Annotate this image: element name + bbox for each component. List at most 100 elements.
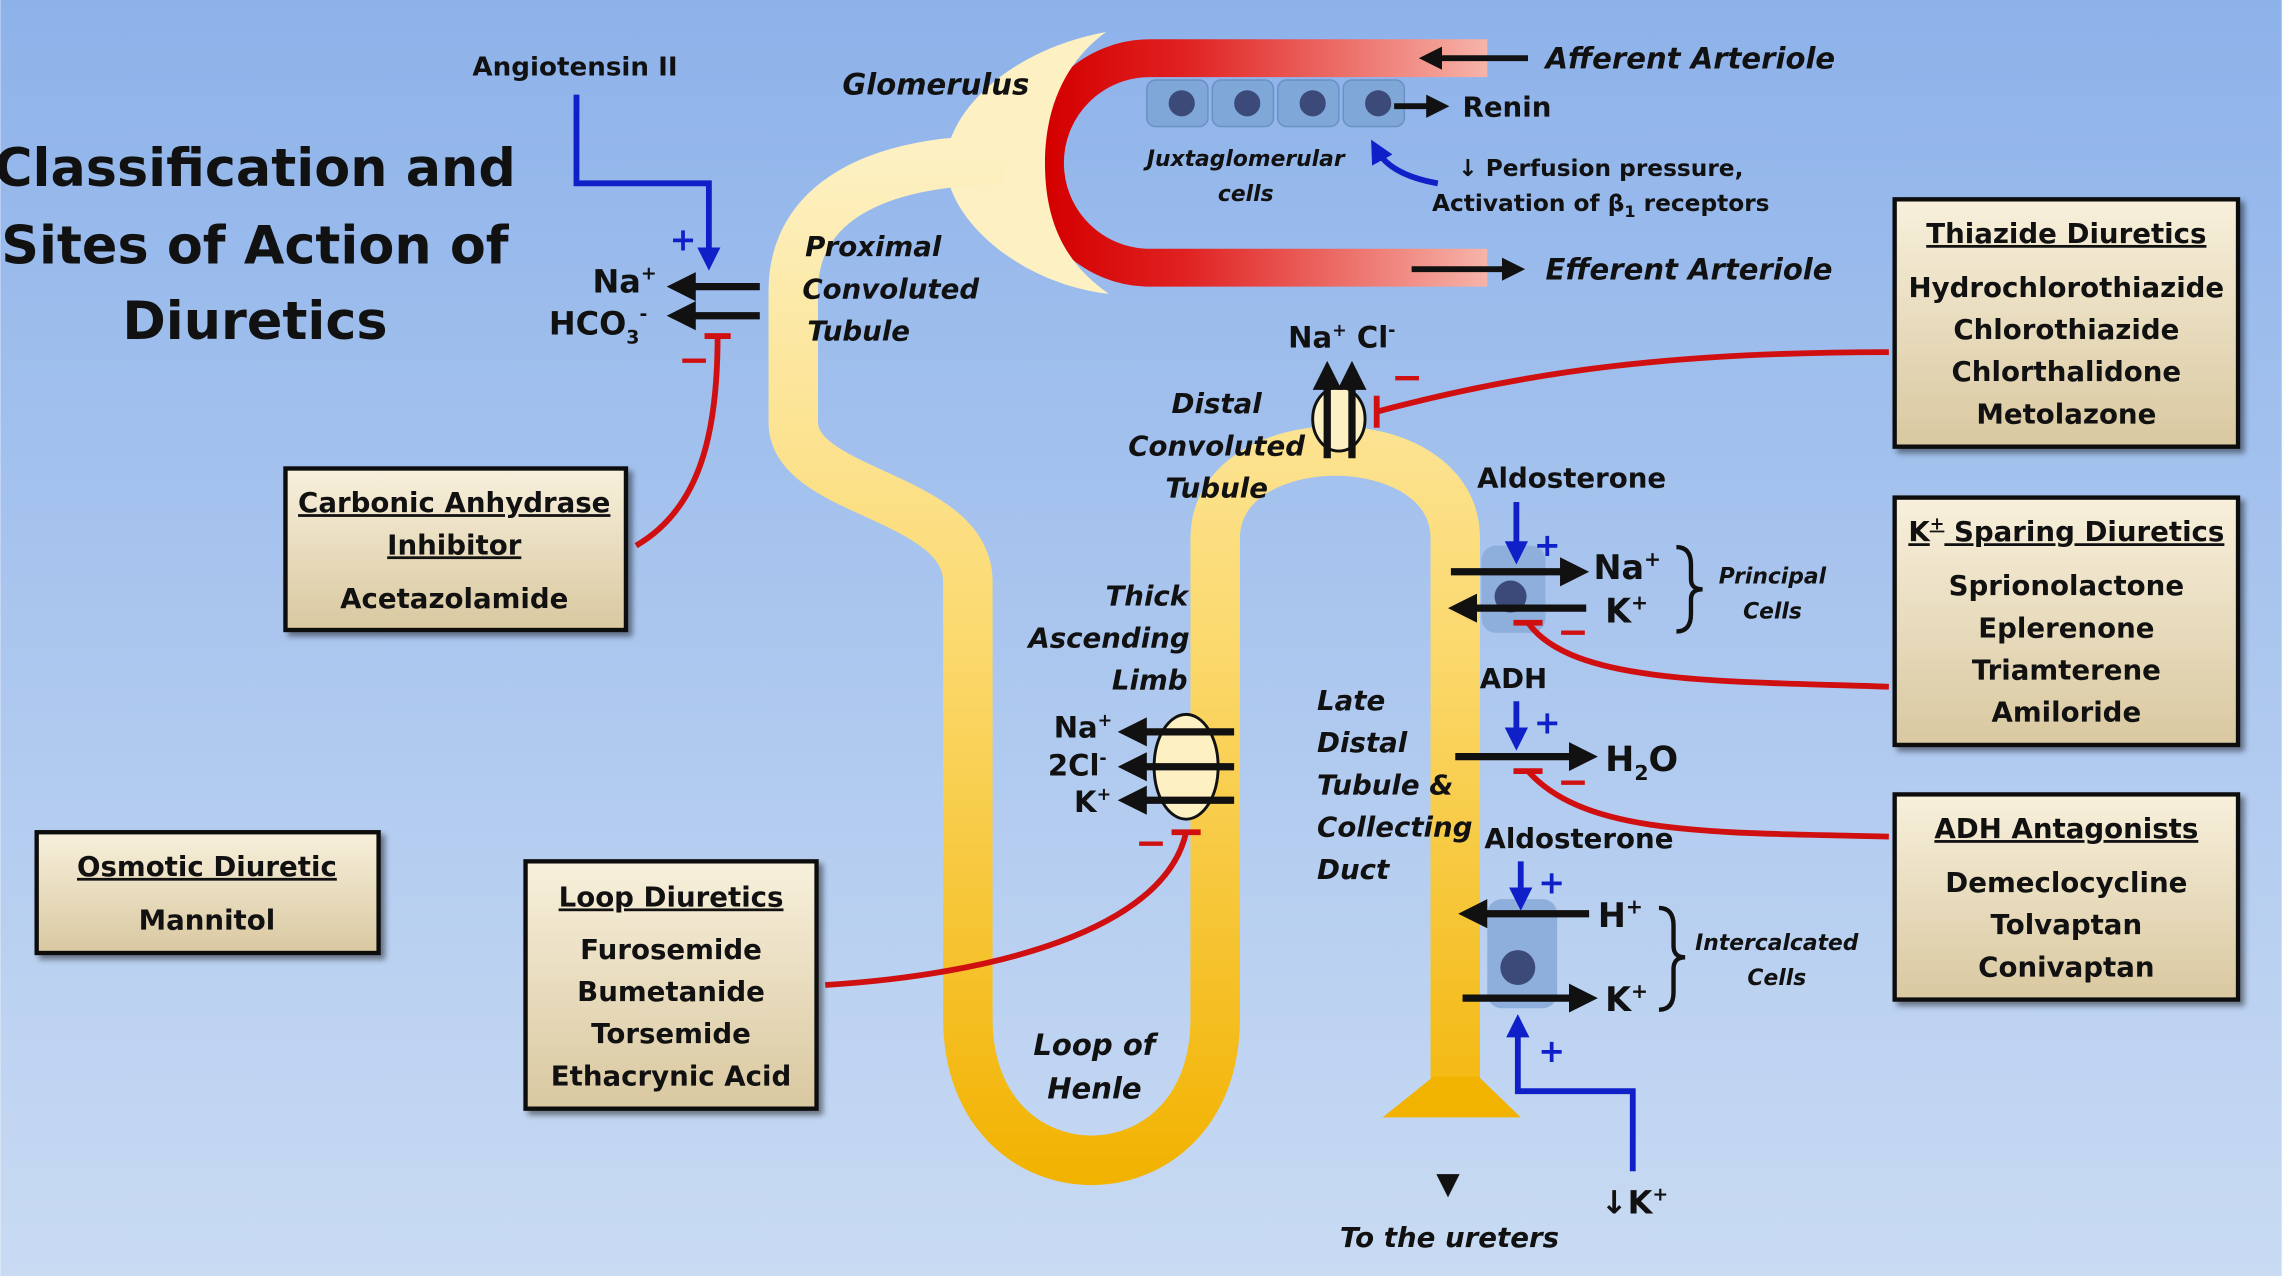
loop-diuretics-box: Loop Diuretics Furosemide Bumetanide Tor…: [523, 859, 819, 1111]
drug-name: Demeclocycline: [1945, 866, 2187, 899]
adh-antagonists-box: ADH Antagonists Demeclocycline Tolvaptan…: [1892, 792, 2241, 1002]
brace-icon: [1658, 905, 1686, 1012]
drug-name: Triamterene: [1972, 653, 2161, 686]
plus-sign: +: [670, 220, 697, 258]
minus-sign: −: [1391, 355, 1423, 399]
glomerulus-capsule: [946, 32, 1109, 294]
loop-henle-label: Henle: [1047, 1071, 1141, 1105]
plus-sign: +: [1538, 863, 1565, 901]
box-title: Thiazide Diuretics: [1926, 217, 2206, 250]
box-title: ADH Antagonists: [1934, 812, 2198, 845]
drug-name: Sprionolactone: [1949, 569, 2184, 602]
nacl-cotransporter-icon: [1311, 385, 1367, 453]
loop-inhibition-line: [825, 829, 1201, 988]
drug-name: Furosemide: [580, 933, 762, 966]
proximal-label: Tubule: [807, 314, 910, 347]
svg-text:Late: Late: [1317, 684, 1385, 717]
arteriole-loop: [1026, 39, 1488, 287]
carbonic-inhibition-line: [634, 333, 731, 549]
drug-name: Chlorthalidone: [1952, 355, 2182, 388]
drug-name: Tolvaptan: [1991, 908, 2143, 941]
svg-text:Classification and: Classification and: [0, 138, 516, 199]
k-ion: K+: [1605, 979, 1648, 1019]
plus-sign: +: [1534, 526, 1561, 564]
cl-ion: 2Cl-: [1048, 748, 1107, 782]
proximal-label: Proximal: [805, 230, 942, 263]
drug-name: Conivaptan: [1978, 950, 2154, 983]
thick-limb-label: Thick: [1105, 579, 1189, 612]
drug-name: Metolazone: [1976, 397, 2156, 430]
nephron-tubule: [768, 135, 1481, 1186]
h-ion: H+: [1598, 895, 1643, 935]
afferent-label: Afferent Arteriole: [1543, 41, 1835, 75]
drug-name: Mannitol: [139, 904, 276, 937]
intercalated-cells-label: Cells: [1747, 966, 1806, 991]
drug-name: Chlorothiazide: [1953, 313, 2179, 346]
proximal-label: Convoluted: [802, 272, 979, 305]
intercalated-cells-label: Intercalcated: [1695, 931, 1859, 956]
nacl-ion: Na+ Cl-: [1288, 321, 1395, 355]
svg-text:Diuretics: Diuretics: [122, 291, 387, 352]
glomerulus-label: Glomerulus: [842, 68, 1029, 102]
loop-henle-label: Loop of: [1033, 1028, 1158, 1062]
svg-text:Collecting: Collecting: [1317, 811, 1472, 844]
box-title: Inhibitor: [387, 528, 522, 561]
adh-inhibition-line: [1513, 768, 1889, 840]
k-ion: K+: [1074, 785, 1111, 819]
svg-text:Distal: Distal: [1317, 726, 1408, 759]
low-k-label: ↓K+: [1601, 1183, 1668, 1221]
minus-sign: −: [1557, 759, 1589, 803]
plus-sign: +: [1534, 703, 1561, 741]
drug-name: Amiloride: [1992, 696, 2142, 729]
distal-label: Tubule: [1165, 472, 1268, 505]
aldosterone-label: Aldosterone: [1484, 822, 1673, 855]
jg-cells-label: Juxtaglomerular: [1143, 147, 1346, 172]
na-ion: Na+: [1593, 547, 1661, 587]
box-title: K+ Sparing Diuretics: [1908, 515, 2224, 549]
distal-label: Distal: [1172, 387, 1263, 420]
jg-cells-label: cells: [1218, 182, 1274, 207]
ureters-label: To the ureters: [1340, 1221, 1559, 1254]
drug-name: Acetazolamide: [340, 582, 568, 615]
beta-receptor-label: Activation of β1 receptors: [1432, 190, 1770, 221]
minus-sign: −: [678, 337, 710, 381]
drug-name: Torsemide: [591, 1017, 751, 1050]
page-title: Classification and Sites of Action of Di…: [0, 138, 516, 352]
svg-text:Duct: Duct: [1317, 853, 1391, 886]
ksparing-inhibition-line: [1513, 619, 1889, 690]
box-title: Loop Diuretics: [559, 880, 784, 913]
hco3-ion: HCO3-: [549, 303, 647, 348]
angiotensin-label: Angiotensin II: [472, 53, 677, 83]
drug-name: Hydrochlorothiazide: [1909, 271, 2225, 304]
minus-sign: −: [1135, 821, 1167, 865]
collecting-duct-flare: [1382, 1076, 1521, 1118]
renin-label: Renin: [1463, 90, 1552, 123]
h2o-label: H2O: [1605, 740, 1678, 785]
box-title: Carbonic Anhydrase: [298, 486, 610, 519]
minus-sign: −: [1557, 610, 1589, 654]
brace-icon: [1676, 544, 1703, 634]
drug-name: Eplerenone: [1978, 611, 2154, 644]
late-distal-label: Late Distal Tubule & Collecting Duct: [1317, 684, 1472, 886]
na-ion: Na+: [1054, 711, 1113, 745]
svg-text:Sites of Action of: Sites of Action of: [1, 215, 510, 276]
k-ion: K+: [1605, 591, 1648, 631]
low-k-arrow-icon: [1506, 1014, 1636, 1172]
thiazide-diuretics-box: Thiazide Diuretics Hydrochlorothiazide C…: [1892, 197, 2241, 449]
k-sparing-diuretics-box: K+ Sparing Diuretics Sprionolactone Eple…: [1892, 495, 2241, 748]
principal-cells-label: Cells: [1743, 599, 1802, 624]
principal-cells-label: Principal: [1719, 564, 1827, 589]
osmotic-diuretic-box: Osmotic Diuretic Mannitol: [34, 830, 381, 956]
thick-limb-label: Limb: [1112, 664, 1188, 697]
thiazide-inhibition-line: [1373, 349, 1889, 428]
angiotensin-arrow-icon: [573, 94, 721, 271]
drug-name: Bumetanide: [577, 975, 765, 1008]
svg-text:Tubule &: Tubule &: [1317, 768, 1453, 801]
carbonic-anhydrase-box: Carbonic Anhydrase Inhibitor Acetazolami…: [283, 466, 629, 633]
distal-label: Convoluted: [1128, 429, 1305, 462]
juxtaglomerular-cells-icon: [1146, 79, 1406, 128]
aldosterone-label: Aldosterone: [1477, 461, 1666, 494]
curved-arrow-icon: [1371, 139, 1439, 187]
box-title: Osmotic Diuretic: [77, 850, 337, 883]
